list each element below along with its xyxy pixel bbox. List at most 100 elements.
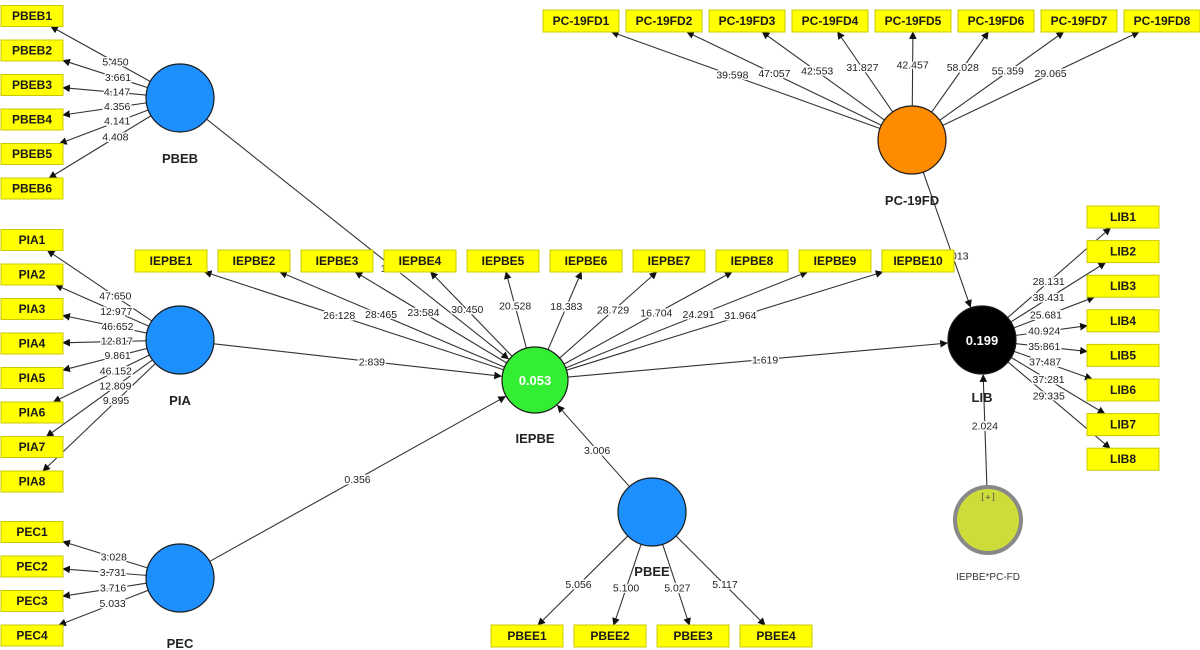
outer-weight-pia6: 46.152 [100, 365, 132, 377]
indicator-pia4[interactable]: PIA4 [0, 332, 64, 355]
indicator-pec3[interactable]: PEC3 [0, 590, 64, 612]
outer-path-iepbe4 [430, 271, 513, 357]
indicator-pc-19fd7[interactable]: PC-19FD7 [1040, 9, 1118, 33]
outer-path-pbeb4 [62, 102, 147, 118]
latent-pbee[interactable]: PBEE [617, 477, 687, 579]
structural-path-iepbe-lib [567, 339, 948, 378]
indicator-iepbe9[interactable]: IEPBE9 [798, 249, 872, 273]
latent-pc-19fd[interactable]: PC-19FD [877, 105, 947, 208]
structural-path-int-lib [979, 374, 988, 488]
outer-weight-pbee4: 5.117 [712, 579, 738, 591]
indicator-iepbe6[interactable]: IEPBE6 [549, 249, 623, 273]
indicator-pec4[interactable]: PEC4 [0, 624, 64, 647]
indicator-pbeb6[interactable]: PBEB6 [0, 177, 64, 200]
outer-path-lib2 [1010, 262, 1107, 323]
outer-path-iepbe6 [547, 271, 583, 350]
indicator-pbee4[interactable]: PBEE4 [739, 624, 813, 648]
indicator-pbeb5[interactable]: PBEB5 [0, 143, 64, 165]
outer-weight-pbeb5: 4.141 [104, 116, 130, 128]
outer-path-pbee1 [537, 535, 629, 626]
outer-weight-pbeb6: 4.408 [102, 132, 128, 144]
indicator-label: PBEB3 [12, 78, 52, 92]
indicator-lib2[interactable]: LIB2 [1086, 240, 1160, 264]
indicator-iepbe2[interactable]: IEPBE2 [217, 249, 291, 273]
indicator-lib4[interactable]: LIB4 [1086, 309, 1160, 333]
indicator-lib1[interactable]: LIB1 [1086, 205, 1160, 229]
indicator-label: LIB8 [1110, 452, 1136, 466]
indicator-pbeb4[interactable]: PBEB4 [0, 108, 64, 131]
outer-path-pbeb5 [59, 109, 149, 145]
outer-path-lib7 [1010, 357, 1106, 415]
indicator-pec1[interactable]: PEC1 [0, 521, 64, 543]
indicator-label: PBEB1 [12, 9, 52, 23]
indicator-iepbe1[interactable]: IEPBE1 [134, 249, 208, 273]
indicator-pbeb1[interactable]: PBEB1 [0, 5, 64, 27]
latent-circle [953, 485, 1023, 555]
indicator-label: PC-19FD8 [1134, 14, 1191, 28]
indicator-pia5[interactable]: PIA5 [0, 367, 64, 389]
outer-path-pia2 [55, 284, 150, 327]
indicator-label: PC-19FD2 [636, 14, 693, 28]
indicator-pia8[interactable]: PIA8 [0, 470, 64, 493]
indicator-pbeb2[interactable]: PBEB2 [0, 39, 64, 62]
indicator-pc-19fd6[interactable]: PC-19FD6 [957, 9, 1035, 33]
outer-weight-pbeb3: 4.147 [104, 86, 130, 98]
indicator-label: PEC1 [16, 525, 48, 539]
indicator-pbee2[interactable]: PBEE2 [573, 624, 647, 648]
indicator-iepbe4[interactable]: IEPBE4 [383, 249, 457, 273]
latent-pbeb[interactable]: PBEB [145, 63, 215, 166]
indicator-pec2[interactable]: PEC2 [0, 555, 64, 578]
indicator-pia3[interactable]: PIA3 [0, 298, 64, 320]
indicator-pia1[interactable]: PIA1 [0, 229, 64, 251]
outer-weight-pbeb4: 4.356 [104, 101, 130, 113]
outer-path-pec1 [62, 540, 148, 569]
indicator-iepbe10[interactable]: IEPBE10 [881, 249, 955, 273]
indicator-lib7[interactable]: LIB7 [1086, 413, 1160, 437]
indicator-label: LIB2 [1110, 245, 1136, 259]
latent-iepbe-pc-fd[interactable]: [+]IEPBE*PC-FD [953, 485, 1023, 583]
indicator-iepbe7[interactable]: IEPBE7 [632, 249, 706, 273]
indicator-pc-19fd1[interactable]: PC-19FD1 [542, 9, 620, 33]
indicator-pia6[interactable]: PIA6 [0, 401, 64, 424]
indicator-label: LIB7 [1110, 418, 1136, 432]
indicator-iepbe8[interactable]: IEPBE8 [715, 249, 789, 273]
indicator-pc-19fd3[interactable]: PC-19FD3 [708, 9, 786, 33]
indicator-pbee3[interactable]: PBEE3 [656, 624, 730, 648]
latent-pia[interactable]: PIA [145, 305, 215, 408]
indicator-label: PC-19FD4 [802, 14, 859, 28]
indicator-lib5[interactable]: LIB5 [1086, 343, 1160, 367]
latent-pec[interactable]: PEC [145, 543, 215, 650]
indicator-pbee1[interactable]: PBEE1 [490, 624, 564, 648]
r-squared-value: 0.053 [519, 373, 552, 388]
indicator-lib3[interactable]: LIB3 [1086, 274, 1160, 298]
indicator-pc-19fd8[interactable]: PC-19FD8 [1123, 9, 1200, 33]
outer-weight-pbee1: 5.056 [565, 579, 591, 591]
indicator-pbeb3[interactable]: PBEB3 [0, 74, 64, 96]
outer-path-lib4 [1015, 322, 1088, 336]
indicator-pc-19fd5[interactable]: PC-19FD5 [874, 9, 952, 33]
latent-name: PC-19FD [885, 193, 939, 208]
indicator-pc-19fd4[interactable]: PC-19FD4 [791, 9, 869, 33]
indicator-pc-19fd2[interactable]: PC-19FD2 [625, 9, 703, 33]
outer-path-iepbe7 [559, 271, 658, 359]
indicator-lib6[interactable]: LIB6 [1086, 378, 1160, 402]
outer-path-pbee4 [675, 535, 766, 626]
outer-path-pc-19fd1 [610, 30, 881, 130]
indicator-lib8[interactable]: LIB8 [1086, 447, 1160, 471]
indicator-pia7[interactable]: PIA7 [0, 436, 64, 458]
indicator-label: IEPBE8 [731, 254, 774, 268]
indicator-pia2[interactable]: PIA2 [0, 263, 64, 286]
outer-path-lib5 [1015, 343, 1088, 355]
path-coefficient-pia-iepbe: 2.839 [359, 357, 385, 369]
outer-path-pia3 [62, 313, 147, 334]
outer-weight-pc-19fd2: 47.057 [758, 68, 790, 80]
outer-weight-lib2: 38.431 [1033, 292, 1065, 304]
outer-weight-iepbe7: 28.729 [597, 305, 629, 317]
outer-path-pbeb2 [62, 58, 148, 89]
indicator-iepbe5[interactable]: IEPBE5 [466, 249, 540, 273]
indicator-iepbe3[interactable]: IEPBE3 [300, 249, 374, 273]
outer-weight-pec2: 3.731 [100, 567, 126, 579]
indicator-label: PC-19FD3 [719, 14, 776, 28]
